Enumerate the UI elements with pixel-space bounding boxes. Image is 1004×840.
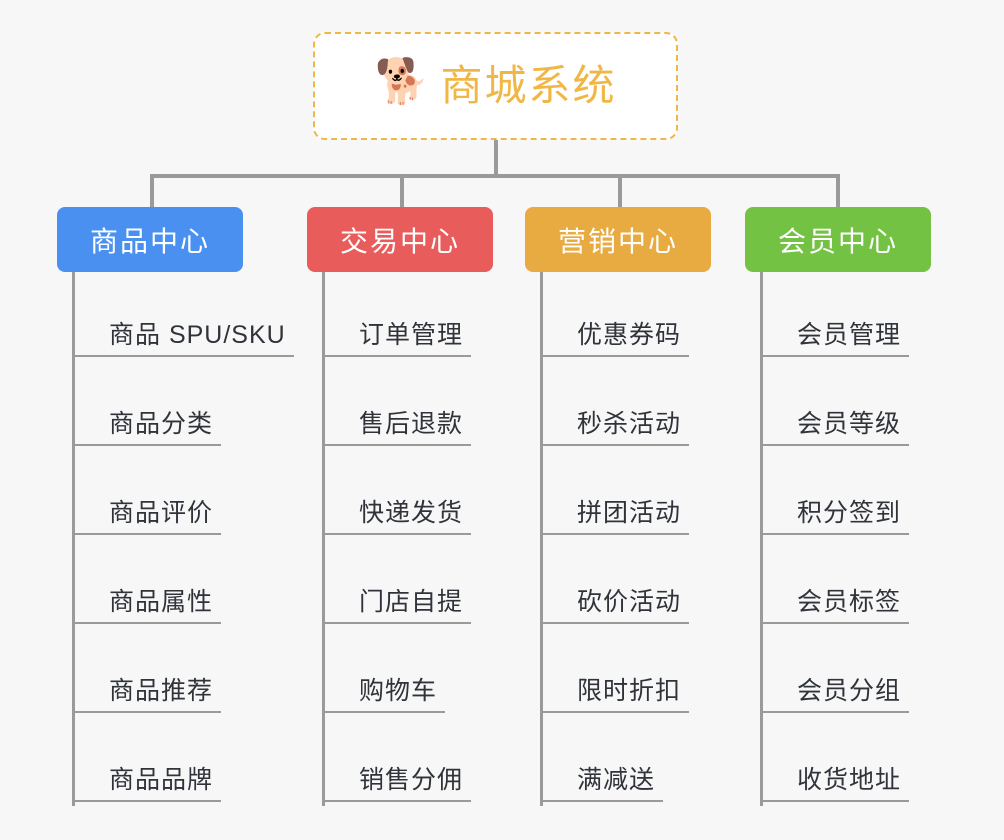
leaf-label: 商品 SPU/SKU xyxy=(75,321,294,357)
list-item[interactable]: 会员管理 xyxy=(763,272,931,361)
list-item[interactable]: 会员等级 xyxy=(763,361,931,450)
root-node[interactable]: 🐕 商城系统 xyxy=(313,32,678,140)
branch-drop-connector-3 xyxy=(618,174,622,207)
leaf-label: 销售分佣 xyxy=(325,766,472,802)
category-box-2[interactable]: 交易中心 xyxy=(307,207,493,272)
leaf-label: 商品分类 xyxy=(75,410,222,446)
leaf-label: 商品品牌 xyxy=(75,766,222,802)
leaf-label: 优惠券码 xyxy=(543,321,690,357)
root-stem-connector xyxy=(494,140,498,178)
list-item[interactable]: 限时折扣 xyxy=(543,628,711,717)
list-item[interactable]: 商品分类 xyxy=(75,361,243,450)
leaf-label: 商品推荐 xyxy=(75,677,222,713)
leaf-label: 满减送 xyxy=(543,766,664,802)
leaf-label: 会员管理 xyxy=(763,321,910,357)
leaf-label: 快递发货 xyxy=(325,499,472,535)
list-item[interactable]: 商品 SPU/SKU xyxy=(75,272,294,361)
shiba-dog-emoji: 🐕 xyxy=(374,57,430,106)
branch-marketing-center: 营销中心 优惠券码 秒杀活动 拼团活动 砍价活动 限时折扣 满减送 xyxy=(525,207,711,806)
list-item[interactable]: 快递发货 xyxy=(325,450,493,539)
leaf-list-1: 商品 SPU/SKU 商品分类 商品评价 商品属性 商品推荐 商品品牌 xyxy=(72,272,294,806)
list-item[interactable]: 会员标签 xyxy=(763,539,931,628)
leaf-label: 收货地址 xyxy=(763,766,910,802)
branch-drop-connector-1 xyxy=(150,174,154,207)
list-item[interactable]: 售后退款 xyxy=(325,361,493,450)
list-item[interactable]: 商品推荐 xyxy=(75,628,243,717)
list-item[interactable]: 门店自提 xyxy=(325,539,493,628)
branch-member-center: 会员中心 会员管理 会员等级 积分签到 会员标签 会员分组 收货地址 xyxy=(745,207,931,806)
list-item[interactable]: 商品属性 xyxy=(75,539,243,628)
leaf-label: 商品属性 xyxy=(75,588,222,624)
list-item[interactable]: 会员分组 xyxy=(763,628,931,717)
leaf-list-2: 订单管理 售后退款 快递发货 门店自提 购物车 销售分佣 xyxy=(322,272,493,806)
category-box-4[interactable]: 会员中心 xyxy=(745,207,931,272)
list-item[interactable]: 满减送 xyxy=(543,717,711,806)
leaf-label: 拼团活动 xyxy=(543,499,690,535)
list-item[interactable]: 收货地址 xyxy=(763,717,931,806)
list-item[interactable]: 商品评价 xyxy=(75,450,243,539)
list-item[interactable]: 秒杀活动 xyxy=(543,361,711,450)
list-item[interactable]: 订单管理 xyxy=(325,272,493,361)
leaf-label: 会员等级 xyxy=(763,410,910,446)
list-item[interactable]: 砍价活动 xyxy=(543,539,711,628)
leaf-label: 订单管理 xyxy=(325,321,472,357)
leaf-label: 秒杀活动 xyxy=(543,410,690,446)
list-item[interactable]: 拼团活动 xyxy=(543,450,711,539)
list-item[interactable]: 积分签到 xyxy=(763,450,931,539)
root-title: 商城系统 xyxy=(440,62,617,109)
leaf-label: 砍价活动 xyxy=(543,588,690,624)
branch-trade-center: 交易中心 订单管理 售后退款 快递发货 门店自提 购物车 销售分佣 xyxy=(307,207,493,806)
leaf-label: 售后退款 xyxy=(325,410,472,446)
category-box-3[interactable]: 营销中心 xyxy=(525,207,711,272)
branch-drop-connector-4 xyxy=(836,174,840,207)
leaf-list-3: 优惠券码 秒杀活动 拼团活动 砍价活动 限时折扣 满减送 xyxy=(540,272,711,806)
list-item[interactable]: 销售分佣 xyxy=(325,717,493,806)
leaf-label: 积分签到 xyxy=(763,499,910,535)
branch-bus-connector xyxy=(150,174,840,178)
leaf-label: 限时折扣 xyxy=(543,677,690,713)
list-item[interactable]: 商品品牌 xyxy=(75,717,243,806)
leaf-list-4: 会员管理 会员等级 积分签到 会员标签 会员分组 收货地址 xyxy=(760,272,931,806)
branch-product-center: 商品中心 商品 SPU/SKU 商品分类 商品评价 商品属性 商品推荐 商品品牌 xyxy=(57,207,294,806)
list-item[interactable]: 优惠券码 xyxy=(543,272,711,361)
leaf-label: 门店自提 xyxy=(325,588,472,624)
leaf-label: 商品评价 xyxy=(75,499,222,535)
leaf-label: 会员分组 xyxy=(763,677,910,713)
branch-drop-connector-2 xyxy=(400,174,404,207)
list-item[interactable]: 购物车 xyxy=(325,628,493,717)
category-box-1[interactable]: 商品中心 xyxy=(57,207,243,272)
leaf-label: 购物车 xyxy=(325,677,446,713)
leaf-label: 会员标签 xyxy=(763,588,910,624)
